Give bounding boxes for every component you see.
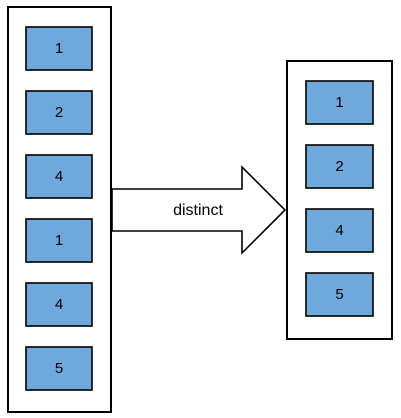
- source-item-label: 4: [55, 168, 63, 185]
- distinct-arrow: distinct: [111, 165, 287, 255]
- source-item-box: [25, 90, 93, 135]
- source-item-box: [25, 218, 93, 263]
- source-item: 4: [25, 154, 93, 199]
- result-item: 4: [305, 208, 374, 253]
- source-item: 1: [25, 26, 93, 71]
- result-item-label: 5: [335, 286, 343, 303]
- source-item: 4: [25, 282, 93, 327]
- source-item: 2: [25, 90, 93, 135]
- result-item-label: 1: [335, 94, 343, 111]
- result-list: 1 2 4 5: [286, 60, 393, 340]
- source-item-box: [25, 282, 93, 327]
- result-item-box: [305, 80, 374, 125]
- source-item-label: 2: [55, 104, 63, 121]
- result-item: 1: [305, 80, 374, 125]
- arrow-label: distinct: [173, 202, 223, 219]
- source-list-container: [7, 6, 112, 413]
- source-item: 5: [25, 346, 93, 391]
- result-item: 2: [305, 144, 374, 189]
- source-item-label: 5: [55, 360, 63, 377]
- result-item-box: [305, 144, 374, 189]
- result-item-box: [305, 272, 374, 317]
- source-item-label: 1: [55, 40, 63, 57]
- result-item-label: 2: [335, 158, 343, 175]
- source-item-label: 1: [55, 232, 63, 249]
- source-item: 1: [25, 218, 93, 263]
- source-item-box: [25, 26, 93, 71]
- source-list: 1 2 4 1 4 5: [7, 6, 112, 413]
- result-item-label: 4: [335, 222, 343, 239]
- source-item-box: [25, 346, 93, 391]
- arrow-shape: [111, 165, 287, 255]
- result-item: 5: [305, 272, 374, 317]
- source-item-label: 4: [55, 296, 63, 313]
- source-item-box: [25, 154, 93, 199]
- result-item-box: [305, 208, 374, 253]
